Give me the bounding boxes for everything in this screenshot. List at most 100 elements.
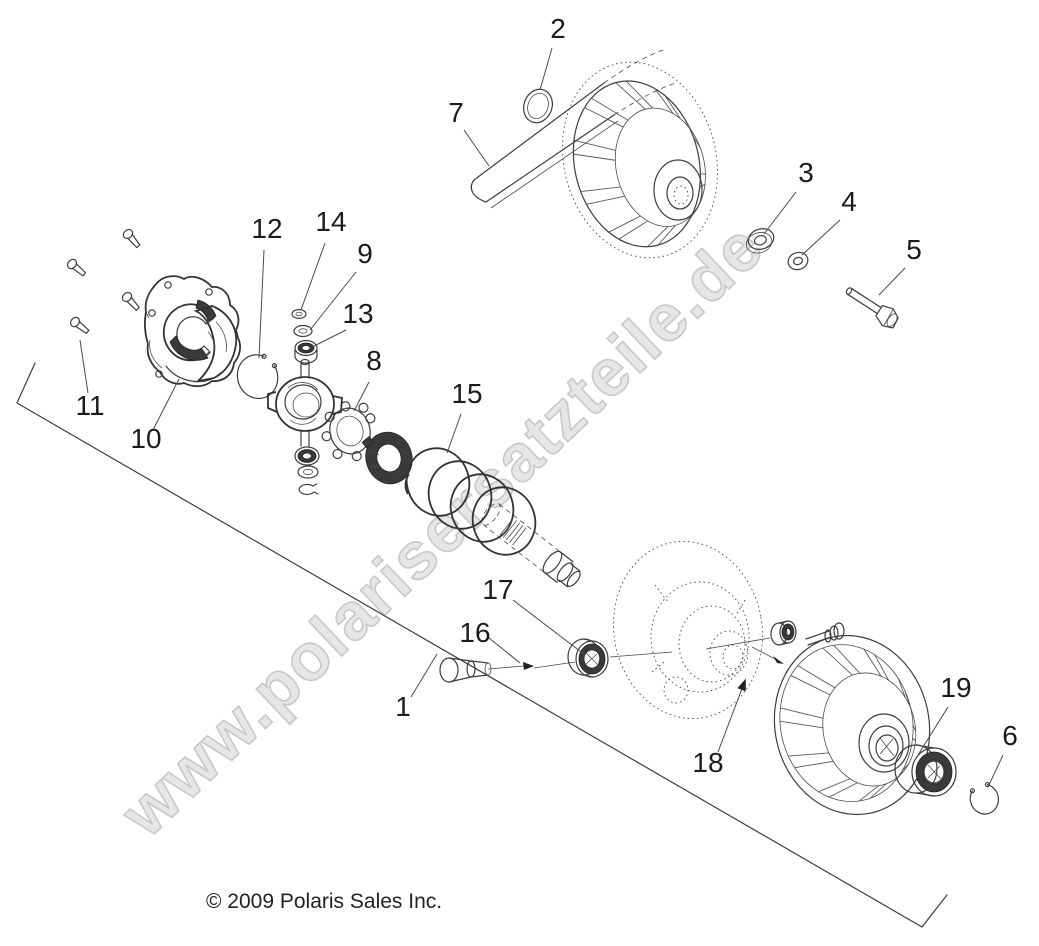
callout-17: 17 [482,574,586,656]
callout-1: 1 [395,653,438,722]
part-drive-belt [470,48,677,209]
drum-fin [625,80,653,109]
callout-18: 18 [692,678,746,778]
callout-10: 10 [130,378,180,454]
drum-fin [897,678,906,698]
callout-label-19: 19 [940,672,971,703]
callout-leader [539,47,553,91]
part-cover-bolts [66,228,141,335]
drum-fin [790,675,831,696]
callout-leader [512,599,586,656]
callout-leader [313,329,347,347]
callout-leader [300,242,326,311]
part-clutch-spring [404,447,537,556]
drum-fin [794,760,834,769]
drum-fin [654,88,674,114]
callout-9: 9 [309,238,373,331]
drum-fin [859,785,879,802]
callout-leader [152,378,180,431]
drum-fin [788,752,829,757]
drum-fin [591,97,629,121]
part-ramp-washer [361,431,413,485]
part-clutch-cover [144,275,241,388]
callout-label-15: 15 [451,378,482,409]
callout-label-18: 18 [692,747,723,778]
part-washer-3 [745,228,775,254]
callout-label-2: 2 [550,13,566,44]
drum-fin [818,778,851,793]
drum-fin [584,107,624,128]
callout-leader [410,653,438,698]
drum-fin [618,220,648,240]
callout-5: 5 [878,234,922,296]
part-roller-17 [567,638,609,678]
callout-7: 7 [448,97,490,167]
drum-fin [912,737,916,742]
callout-6: 6 [987,720,1018,788]
callout-label-17: 17 [482,574,513,605]
callout-11: 11 [75,339,105,421]
part-shaft-phantom [481,502,581,588]
drum-fins [573,80,706,248]
callout-8: 8 [353,345,382,412]
callout-leader [917,706,949,756]
callout-label-8: 8 [366,345,382,376]
drum-fin [822,647,853,676]
part-hex-bolt [845,287,899,329]
callout-label-1: 1 [395,691,411,722]
assembly-bracket [16,362,948,928]
drum-fin [686,123,697,139]
callout-label-13: 13 [342,298,373,329]
callout-leader [488,637,521,664]
assembly-axis-line [533,637,771,669]
part-o-ring [523,88,553,124]
callout-label-12: 12 [251,213,282,244]
drum-fin [573,153,616,161]
callout-label-16: 16 [459,617,490,648]
drum-fin [647,226,669,248]
drum-fin [615,82,646,110]
callout-label-5: 5 [906,234,922,265]
callout-leader [878,267,906,296]
part-bearing-19 [894,744,957,797]
callout-4: 4 [801,186,857,256]
drum-fin [681,214,694,230]
callout-12: 12 [251,213,283,359]
part-fixed-sheave-phantom [613,540,763,720]
cover-bolt [121,291,140,311]
callout-leader [258,249,265,359]
callout-label-10: 10 [130,423,161,454]
callout-15: 15 [446,378,483,454]
callout-2: 2 [539,13,566,91]
callout-leader [717,685,744,753]
cover-bolt [69,316,90,335]
callout-label-7: 7 [448,97,464,128]
part-roller-and-bolt [770,620,845,646]
callout-14: 14 [300,206,347,311]
part-movable-sheave [773,634,931,816]
callout-16: 16 [459,617,521,664]
callout-leader [763,191,797,235]
drum-fin [692,135,701,148]
drum-fin [874,654,889,681]
part-washer-4 [787,251,809,271]
drum-fin [664,95,681,119]
drum-fin [608,215,641,233]
drum-fin [586,195,625,205]
drum-fin [573,139,616,151]
callout-leader [353,381,370,412]
callout-leader [79,339,89,394]
callout-leader [801,219,841,256]
drum-fin [828,782,858,798]
drum-fin [863,648,882,677]
drum-fin [797,665,836,689]
part-snap-ring-12 [236,353,279,400]
callout-leader [446,413,462,454]
cover-bolt [122,228,141,249]
drum-fin [912,724,917,732]
drum-fin [779,720,823,729]
callout-19: 19 [917,672,972,756]
